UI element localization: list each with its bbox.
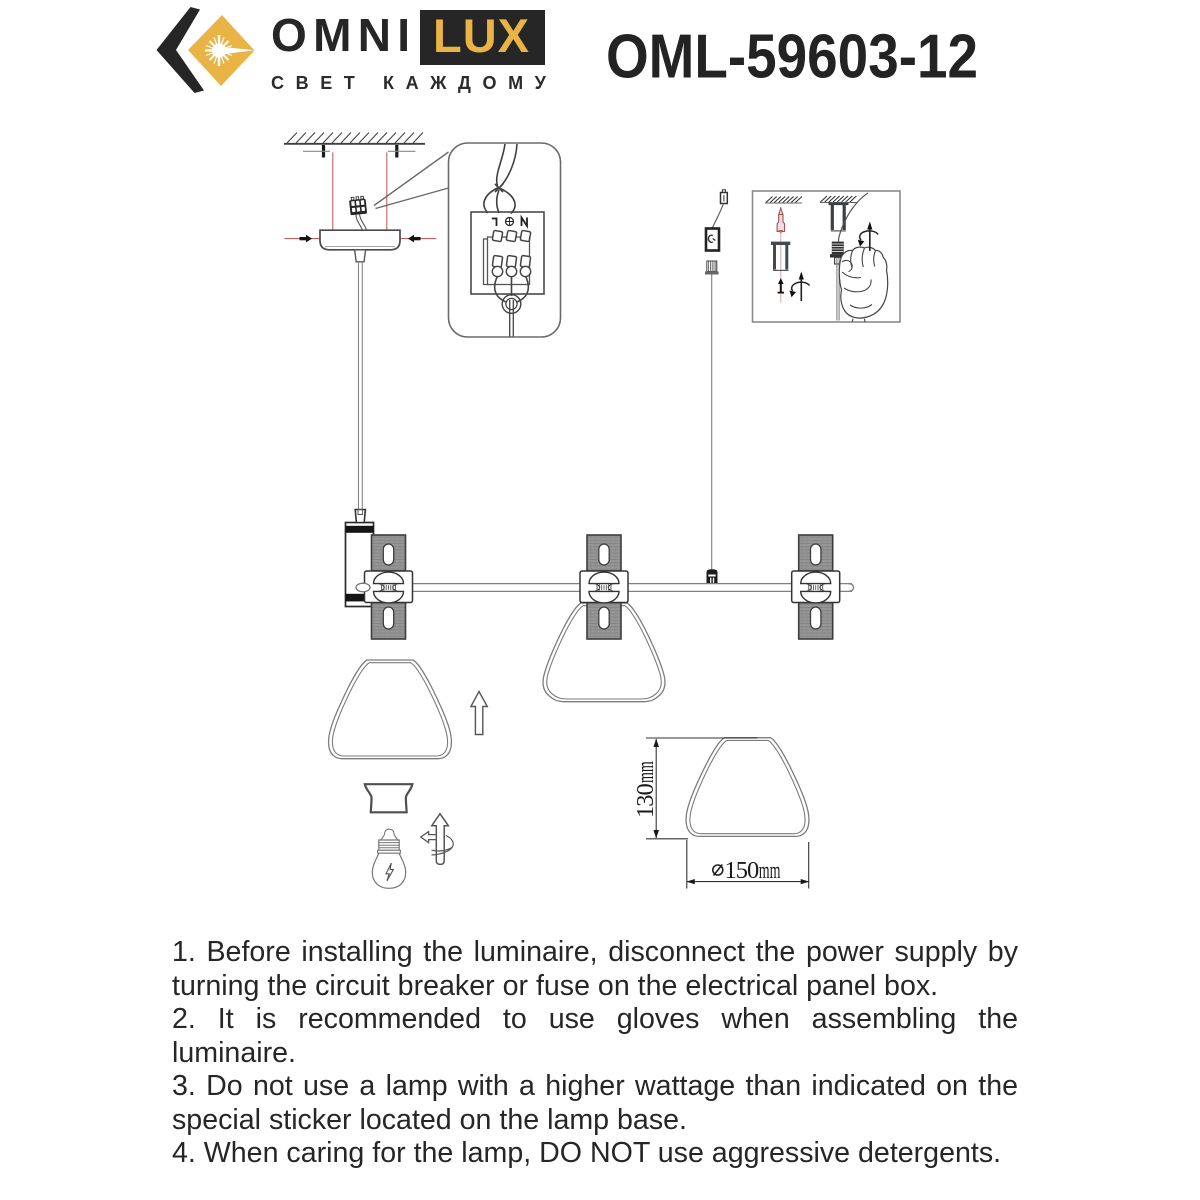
svg-text:mm: mm [632,761,659,783]
svg-text:LUX: LUX [433,9,530,62]
svg-text:OML-59603-12: OML-59603-12 [606,22,978,91]
svg-text:СВЕТ КАЖДОМУ: СВЕТ КАЖДОМУ [271,73,557,93]
svg-text:OMNI: OMNI [271,9,416,61]
svg-text:mm: mm [759,857,781,884]
svg-text:130: 130 [632,784,659,819]
svg-text:150: 150 [725,857,760,884]
